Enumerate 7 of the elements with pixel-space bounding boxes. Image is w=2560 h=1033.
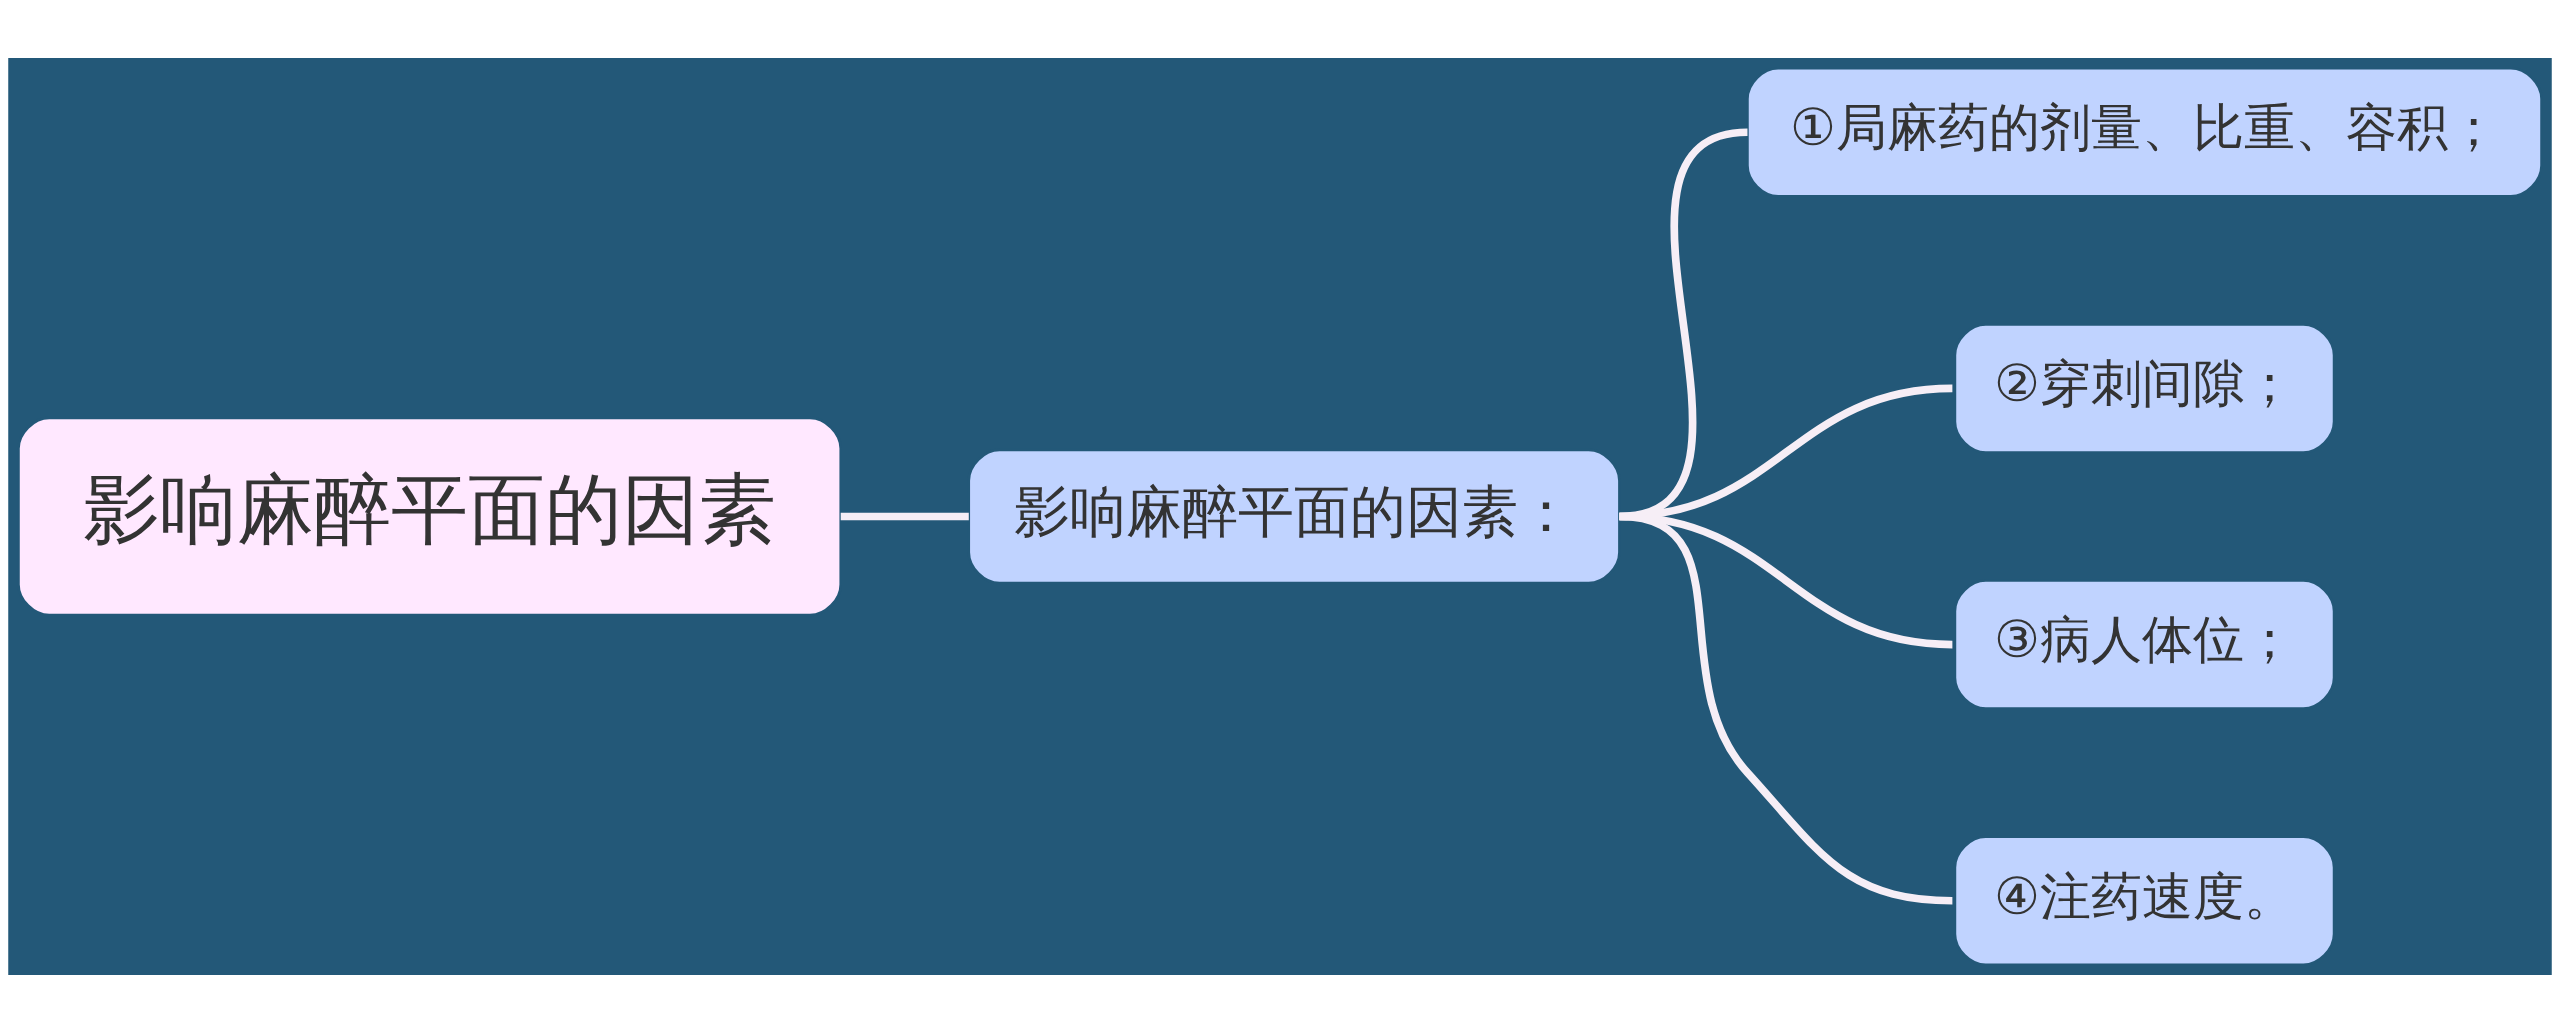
node-box: ④注药速度。 [1953, 835, 2336, 967]
node-box: 影响麻醉平面的因素 [17, 416, 842, 617]
node-box: ②穿刺间隙； [1953, 323, 2336, 454]
node-box: 影响麻醉平面的因素： [967, 448, 1621, 585]
connector [840, 512, 969, 521]
node-box: ①局麻药的剂量、比重、容积； [1746, 66, 2543, 198]
node-box: ③病人体位； [1953, 579, 2336, 710]
